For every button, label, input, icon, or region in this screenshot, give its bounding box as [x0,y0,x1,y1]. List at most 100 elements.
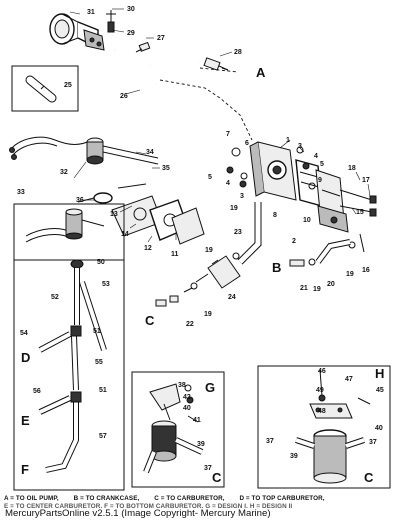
hose-23 [237,202,262,265]
clamp-36 [77,192,113,204]
legend-c: C = TO CARBURETOR, [154,495,225,502]
part-label-52: 52 [51,294,59,301]
connection-label-a: A [256,65,266,80]
part-label-54: 54 [20,330,28,337]
part-label-38: 38 [178,382,186,389]
part-label-18: 18 [348,165,356,172]
part-label-4b: 4 [314,153,318,160]
fittings-19 [190,241,356,290]
part-label-37b: 37 [266,438,274,445]
fitting-28 [203,57,229,71]
legend: A = TO OIL PUMP, B = TO CRANKCASE, C = T… [4,495,396,508]
part-label-28: 28 [234,49,242,56]
connection-label-c-h: C [364,470,374,485]
fittings-22 [155,287,193,307]
part-label-55: 55 [95,359,103,366]
part-label-13: 13 [110,211,118,218]
connection-line-pump [159,79,253,141]
part-label-32: 32 [60,169,68,176]
part-label-10: 10 [303,217,311,224]
part-label-51b: 51 [99,387,107,394]
fuel-pump-body [249,141,297,201]
part-label-33: 33 [17,189,25,196]
inset-label-g: G [205,380,215,395]
part-label-19e: 19 [204,311,212,318]
part-label-22: 22 [186,321,194,328]
part-label-45: 45 [376,387,384,394]
part-label-5a: 5 [208,174,212,181]
connection-line-a [199,67,239,73]
hose-20 [315,239,351,264]
part-label-2: 2 [292,238,296,245]
part-label-21: 21 [300,285,308,292]
part-label-53: 53 [102,281,110,288]
part-label-1: 1 [286,137,290,144]
connection-label-f: F [21,462,29,477]
part-label-16: 16 [362,267,370,274]
electric-pump-32 [9,136,159,165]
inset-label-h: H [375,366,384,381]
fitting-21 [289,259,305,267]
part-label-37a: 37 [204,465,212,472]
part-label-5b: 5 [320,161,324,168]
fitting-27 [135,41,151,53]
plate-11 [171,207,205,245]
part-label-30: 30 [127,6,135,13]
part-label-3a: 3 [240,193,244,200]
inset-h-design-2 [257,365,391,489]
part-label-26: 26 [120,93,128,100]
part-label-9: 9 [318,177,322,184]
part-label-25: 25 [64,82,72,89]
part-label-40a: 40 [183,405,191,412]
inset-box-33 [13,203,125,491]
part-label-39a: 39 [197,441,205,448]
part-label-35: 35 [162,165,170,172]
fuel-hose-26 [114,47,201,85]
part-label-57: 57 [99,433,107,440]
part-label-14: 14 [121,231,129,238]
leader-lines [69,8,371,243]
small-parts-4-9 [226,146,316,190]
part-label-56: 56 [33,388,41,395]
connection-label-c-g: C [212,470,222,485]
part-label-36: 36 [76,197,84,204]
part-label-27: 27 [157,35,165,42]
part-label-34: 34 [146,149,154,156]
inset-g-design-1 [131,371,225,488]
part-label-15: 15 [356,209,364,216]
part-label-17: 17 [362,177,370,184]
part-label-6: 6 [245,140,249,147]
part-number-labels: 31 30 29 27 28 25 26 34 35 32 33 36 13 1… [17,6,384,472]
part-label-20: 20 [327,281,335,288]
connection-label-b: B [272,260,281,275]
legend-line-2: E = TO CENTER CARBURETOR, F = TO BOTTOM … [4,502,293,508]
part-label-39b: 39 [290,453,298,460]
pump-in-inset-33 [25,208,105,243]
part-label-41: 41 [193,417,201,424]
hose-assembly-50-57 [38,259,107,473]
fitting-16 [359,233,365,253]
fuel-filter-24 [195,255,241,289]
check-valve-10 [317,205,349,233]
part-label-42: 42 [183,394,191,401]
part-label-37c: 37 [369,439,377,446]
part-label-51a: 51 [93,328,101,335]
part-label-19d: 19 [313,286,321,293]
copyright-footer: MercuryPartsOnline v2.5.1 (Image Copyrig… [5,508,271,519]
part-label-19c: 19 [346,271,354,278]
part-label-23: 23 [234,229,242,236]
part-label-50: 50 [97,259,105,266]
part-label-12: 12 [144,245,152,252]
part-label-19a: 19 [230,205,238,212]
part-label-19b: 19 [205,247,213,254]
connection-letters: A B C D E F G H C C [21,65,384,485]
part-label-11: 11 [171,251,179,258]
bolt-17-18 [339,189,377,217]
legend-d: D = TO TOP CARBURETOR, [239,495,325,502]
connection-label-e: E [21,413,30,428]
part-label-7: 7 [226,131,230,138]
part-label-48: 48 [318,408,326,415]
part-label-3b: 3 [298,143,302,150]
inset-box-25 [11,65,79,112]
